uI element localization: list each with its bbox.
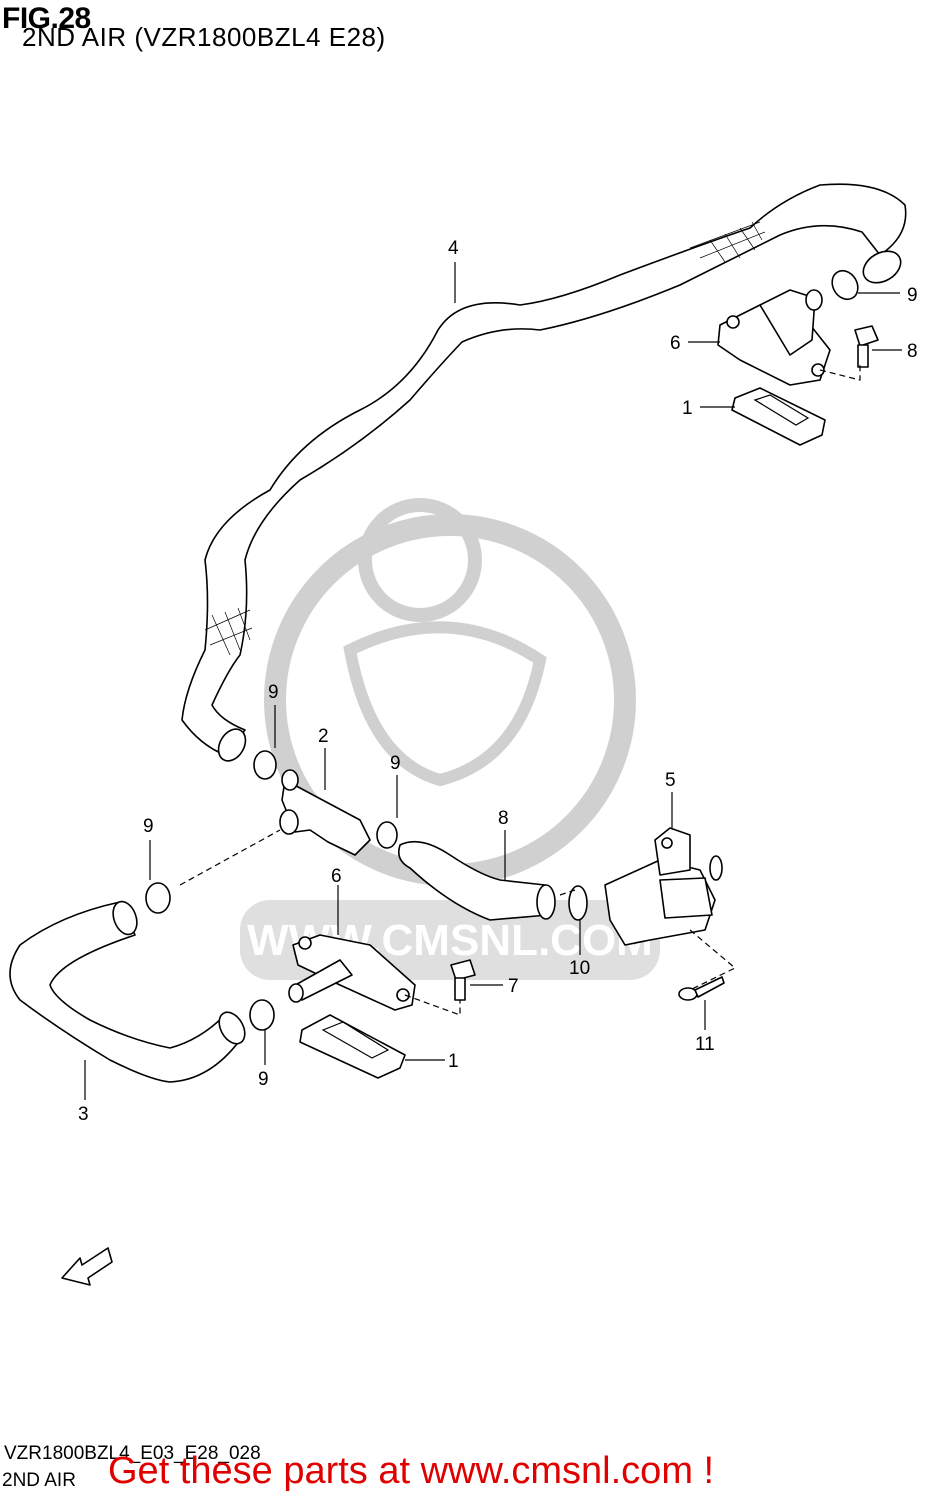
callout-2: 2	[318, 726, 329, 747]
part-1-reed-valve-upper	[731, 387, 826, 446]
part-6-cover-upper	[717, 289, 831, 386]
callout-9: 9	[907, 285, 918, 306]
callout-9: 9	[143, 816, 154, 837]
part-11-screw	[678, 976, 725, 1001]
part-10-clamp	[568, 885, 588, 921]
figure-number: FIG.28	[2, 2, 91, 35]
part-7-hose	[397, 840, 556, 921]
part-8-bolt-lower	[450, 959, 476, 1001]
part-5-valve	[604, 827, 723, 946]
callout-10: 10	[569, 958, 590, 979]
part-6-cover-lower	[288, 934, 416, 1011]
diagram-code: VZR1800BZL4_E03_E28_028	[4, 1443, 261, 1464]
callout-4: 4	[448, 238, 459, 259]
part-2-t-joint	[279, 769, 371, 856]
section-name: 2ND AIR	[2, 1470, 76, 1491]
figure-title: 2ND AIR (VZR1800BZL4 E28)	[22, 22, 386, 52]
part-9-clamp-upper	[831, 269, 859, 301]
callout-9: 9	[268, 682, 279, 703]
fwd-arrow-icon: FWD	[61, 1247, 113, 1286]
callouts: 4 9 6 8 1 9 2 9 5 8 9 6 10	[78, 238, 918, 1125]
callout-8: 8	[907, 341, 918, 362]
shop-link[interactable]: Get these parts at www.cmsnl.com !	[108, 1450, 715, 1492]
callout-7: 8	[498, 808, 509, 829]
callout-6: 6	[331, 866, 342, 887]
callout-1: 1	[682, 398, 693, 419]
part-3-hose	[9, 900, 246, 1083]
part-9-clamp-mid	[145, 750, 398, 1031]
watermark: WWW.CMSNL.COM	[240, 498, 660, 980]
callout-8: 7	[508, 976, 519, 997]
callout-9: 9	[390, 753, 401, 774]
callout-6: 6	[670, 333, 681, 354]
callout-3: 3	[78, 1104, 89, 1125]
part-8-bolt-upper	[854, 325, 879, 368]
callout-5: 5	[665, 770, 676, 791]
callout-1: 1	[448, 1051, 459, 1072]
part-1-reed-valve-lower	[299, 1014, 406, 1079]
callout-9: 9	[258, 1069, 269, 1090]
part-4-hose	[181, 183, 907, 762]
callout-11: 11	[695, 1034, 715, 1055]
